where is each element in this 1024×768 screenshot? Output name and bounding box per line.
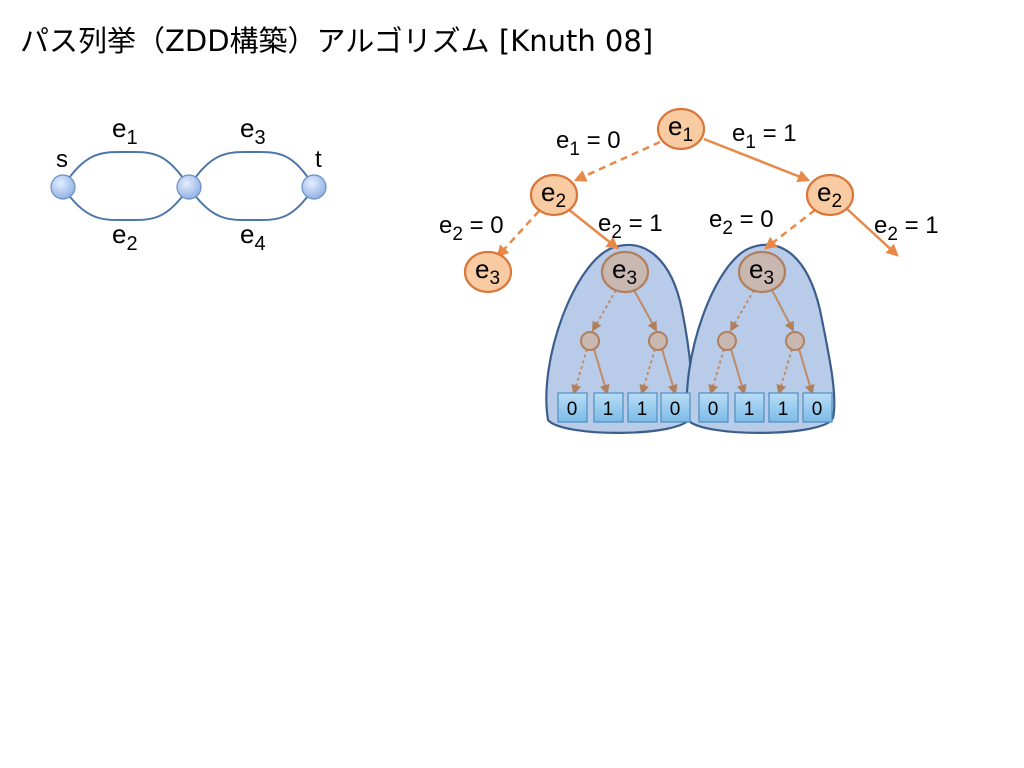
subtree-right-node	[717, 331, 737, 351]
graph-edge-e4-label: e4	[240, 219, 266, 255]
subtree-right-edge	[730, 289, 755, 332]
zdd-node-e3-b-label: e3	[612, 254, 637, 289]
graph-edge-e3-label: e3	[240, 113, 266, 149]
terminal-label: 1	[744, 399, 755, 420]
edge-label-e2-0-left: e2 = 0	[439, 212, 504, 245]
terminal-label: 1	[637, 399, 648, 420]
terminal-box	[734, 392, 765, 423]
subtree-right-edge	[798, 348, 815, 395]
zdd-node-e3-a	[463, 250, 513, 294]
edge-label-e1-0: e1 = 0	[556, 127, 621, 160]
graph-node-t-label: t	[315, 146, 322, 173]
zdd-node-e3-c	[737, 250, 787, 294]
terminal-box	[593, 392, 624, 423]
terminals-right: 0 1 1 0	[698, 392, 833, 423]
terminal-label: 0	[670, 399, 681, 420]
terminal-box	[557, 392, 588, 423]
zdd-node-e3-b	[600, 250, 650, 294]
terminal-label: 0	[708, 399, 719, 420]
graph-edge-e2	[62, 186, 190, 222]
terminal-box	[802, 392, 833, 423]
subtree-left-edge	[639, 348, 656, 395]
subtree-left-node	[580, 331, 600, 351]
zdd-edge-e1-0	[573, 140, 661, 182]
terminal-box	[627, 392, 658, 423]
graph-edge-e1	[62, 150, 190, 188]
graph-edge-e2-label: e2	[112, 219, 138, 255]
zdd-edge-e1-1	[703, 137, 811, 183]
zdd-edge-e2-1-right	[845, 207, 899, 257]
subtree-left-edge	[571, 348, 588, 395]
subtree-left-edge	[661, 348, 678, 395]
subtree-right-edge	[771, 289, 794, 332]
zdd: 0 1 1 0 0 1 1 0 e1 e2 e2 e3 e3 e3	[439, 107, 939, 434]
terminal-label: 1	[603, 399, 614, 420]
graph-node-t	[301, 174, 327, 200]
subtree-left	[545, 243, 694, 434]
graph: s t e1 e3 e2 e4	[50, 113, 327, 255]
terminal-label: 0	[567, 399, 578, 420]
subtree-left-edge	[593, 348, 610, 395]
subtree-right-node	[785, 331, 805, 351]
zdd-node-e2-right-label: e2	[817, 177, 842, 212]
zdd-node-e2-right	[805, 173, 855, 217]
graph-edge-e1-label: e1	[112, 113, 138, 149]
zdd-edge-e2-1-left	[567, 208, 619, 250]
subtree-right	[685, 243, 836, 434]
terminal-label: 0	[812, 399, 823, 420]
edge-label-e2-0-right: e2 = 0	[709, 206, 774, 239]
zdd-node-e2-left	[529, 173, 579, 217]
terminals-left: 0 1 1 0	[557, 392, 691, 423]
edge-label-e1-1: e1 = 1	[732, 120, 797, 153]
terminal-label: 1	[778, 399, 789, 420]
graph-edge-e3	[188, 150, 315, 188]
zdd-edge-e2-0-right	[764, 209, 816, 250]
edge-label-e2-1-right: e2 = 1	[874, 212, 939, 245]
zdd-edge-e2-0-left	[496, 210, 540, 258]
edge-label-e2-1-left: e2 = 1	[598, 210, 663, 243]
zdd-node-e2-left-label: e2	[541, 177, 566, 212]
zdd-node-e1	[656, 107, 706, 151]
terminal-box	[768, 392, 799, 423]
zdd-node-e3-a-label: e3	[475, 254, 500, 289]
graph-node-s	[50, 174, 76, 200]
slide-title: パス列挙（ZDD構築）アルゴリズム [Knuth 08]	[20, 24, 654, 58]
graph-node-middle	[176, 174, 202, 200]
terminal-box	[660, 392, 691, 423]
subtree-right-edge	[708, 348, 725, 395]
terminal-box	[698, 392, 729, 423]
subtree-right-edge	[776, 348, 793, 395]
graph-node-s-label: s	[56, 146, 68, 173]
subtree-left-edge	[592, 289, 617, 332]
subtree-left-edge	[633, 289, 657, 332]
subtree-left-node	[648, 331, 668, 351]
subtree-right-edge	[730, 348, 747, 395]
graph-edge-e4	[188, 186, 315, 222]
zdd-node-e3-c-label: e3	[749, 254, 774, 289]
zdd-node-e1-label: e1	[668, 111, 693, 146]
